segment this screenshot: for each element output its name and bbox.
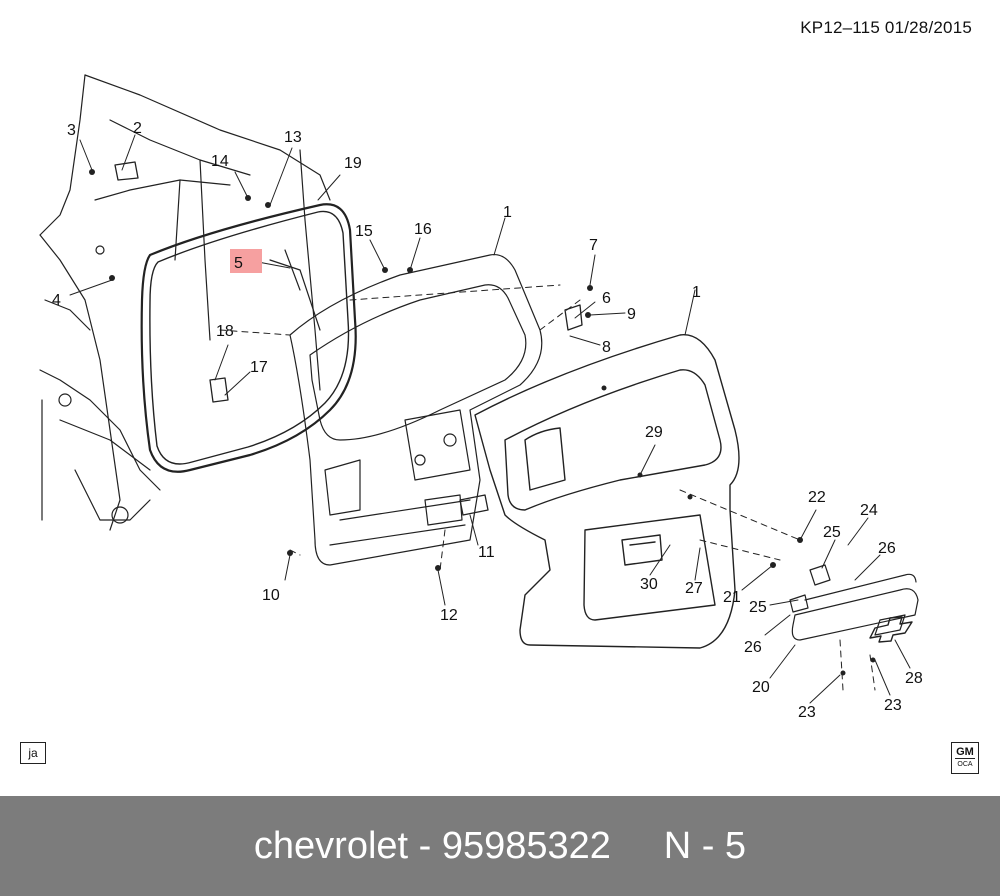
gm-logo-sub: OCA (955, 757, 975, 771)
callout-21: 21 (723, 589, 741, 606)
callout-13: 13 (284, 129, 302, 146)
callout-3: 3 (67, 122, 76, 139)
footer-banner: chevrolet - 95985322 N - 5 (0, 796, 1000, 896)
callout-17: 17 (250, 359, 268, 376)
callout-15: 15 (355, 223, 373, 240)
bowtie-emblem (869, 616, 913, 643)
callout-28: 28 (905, 670, 923, 687)
callout-6: 6 (602, 290, 611, 307)
gm-logo-brand: GM (956, 745, 974, 758)
highlighted-part-5-marker (230, 249, 262, 273)
callout-30: 30 (640, 576, 658, 593)
callout-23b: 23 (884, 697, 902, 714)
callout-23a: 23 (798, 704, 816, 721)
callout-7: 7 (589, 237, 598, 254)
callout-25a: 25 (823, 524, 841, 541)
callout-24: 24 (860, 502, 878, 519)
gm-logo: GM OCA (951, 742, 979, 774)
liftgate-inner-panel (289, 253, 543, 566)
callout-14: 14 (211, 153, 229, 170)
callout-4: 4 (52, 292, 61, 309)
liftgate-outer-panel (474, 334, 740, 649)
garnish-trim (789, 564, 919, 641)
callout-5: 5 (234, 255, 243, 272)
leader-lines (69, 134, 911, 704)
callout-1a: 1 (503, 204, 512, 221)
callout-22: 22 (808, 489, 826, 506)
diagram-reference-code: KP12–115 01/28/2015 (800, 18, 972, 37)
callout-1b: 1 (692, 284, 701, 301)
callout-8: 8 (602, 339, 611, 356)
callout-27: 27 (685, 580, 703, 597)
weatherstrip-seal (140, 203, 357, 473)
part-callouts: 1 1 2 3 4 5 6 7 8 9 10 11 12 13 14 15 16… (52, 120, 923, 721)
callout-11: 11 (478, 544, 495, 561)
callout-19: 19 (344, 155, 362, 172)
callout-20: 20 (752, 679, 770, 696)
callout-26a: 26 (878, 540, 896, 557)
liftgate-strut (269, 249, 321, 331)
callout-29: 29 (645, 424, 663, 441)
footer-part-label: chevrolet - 95985322 N - 5 (253, 824, 747, 867)
alignment-lines (219, 284, 876, 691)
callout-2: 2 (133, 120, 142, 137)
liftgate-exploded-diagram: 1 1 2 3 4 5 6 7 8 9 10 11 12 13 14 15 16… (39, 74, 923, 721)
language-tag: ja (20, 742, 46, 764)
callout-12: 12 (440, 607, 458, 624)
callout-26b: 26 (744, 639, 762, 656)
callout-25b: 25 (749, 599, 767, 616)
fasteners (89, 169, 876, 676)
latch-assembly (114, 161, 583, 516)
vehicle-body-frame (39, 74, 331, 531)
callout-9: 9 (627, 306, 636, 323)
callout-18: 18 (216, 323, 234, 340)
callout-10: 10 (262, 587, 280, 604)
callout-16: 16 (414, 221, 432, 238)
